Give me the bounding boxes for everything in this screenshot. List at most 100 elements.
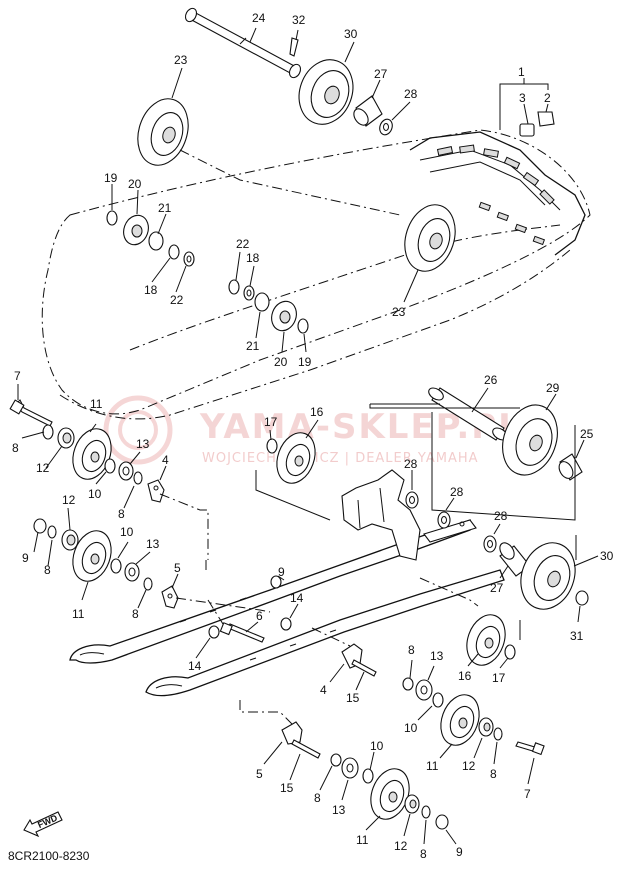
callout-label: 28 <box>450 485 464 499</box>
callout-label: 11 <box>426 759 439 773</box>
collar-25 <box>558 453 583 481</box>
callout-label: 8 <box>408 643 415 657</box>
callout-label: 28 <box>404 457 418 471</box>
nut-19-left <box>106 210 118 226</box>
collar-22-left <box>183 251 195 267</box>
collar-13-left-a <box>118 461 134 481</box>
callout-label: 28 <box>494 509 508 523</box>
wheel-11-bottom-b <box>370 768 410 820</box>
callout-label: 9 <box>456 845 463 859</box>
collar-14-frame-b <box>208 625 220 639</box>
callout-label: 8 <box>132 607 139 621</box>
callout-label: 20 <box>128 177 142 191</box>
watermark-logo <box>103 395 173 465</box>
washer-8-bottom-b <box>493 727 503 741</box>
washer-28-right-a <box>405 491 419 509</box>
bolt-15-frame-a <box>351 659 377 677</box>
callout-label: 8 <box>118 507 125 521</box>
washer-8-left-d <box>143 577 153 591</box>
front-arm-bracket <box>341 469 477 561</box>
wheel-30-top <box>298 59 354 125</box>
callout-label: 12 <box>62 493 76 507</box>
collar-10-left-a <box>104 458 116 474</box>
washer-28-right-b <box>437 511 451 529</box>
callout-label: 18 <box>144 283 158 297</box>
bolt-7-left <box>9 399 53 427</box>
collar-13-left-b <box>124 562 140 582</box>
callout-label: 23 <box>174 53 188 67</box>
callout-label: 22 <box>170 293 184 307</box>
collar-10-left-b <box>110 558 122 574</box>
nut-9-bottom <box>435 814 449 830</box>
callout-label: 12 <box>394 839 408 853</box>
callout-label: 7 <box>524 787 531 801</box>
callout-label: 10 <box>88 487 102 501</box>
callout-label: 27 <box>374 67 388 81</box>
collar-21-left <box>148 231 164 251</box>
plate-4-left <box>147 479 165 503</box>
callout-label: 6 <box>256 609 263 623</box>
callout-label: 29 <box>546 381 560 395</box>
callout-label: 27 <box>490 581 504 595</box>
wheel-29 <box>502 404 558 476</box>
clip-part-3 <box>519 123 535 137</box>
callout-label: 14 <box>290 591 304 605</box>
callout-label: 11 <box>90 397 103 411</box>
callout-label: 14 <box>188 659 202 673</box>
wheel-30-bottom <box>520 542 576 610</box>
clip-part-2 <box>537 111 555 127</box>
collar-10-bottom-b <box>362 768 374 784</box>
callout-label: 15 <box>346 691 360 705</box>
callout-label: 8 <box>490 767 497 781</box>
callout-label: 9 <box>22 551 29 565</box>
bolt-15-frame-b <box>291 739 321 759</box>
wheel-23-left <box>137 98 189 166</box>
callout-label: 19 <box>104 171 118 185</box>
collar-18-center <box>243 285 255 301</box>
callout-label: 10 <box>120 525 134 539</box>
callout-label: 25 <box>580 427 594 441</box>
callout-label: 13 <box>332 803 346 817</box>
callout-label: 31 <box>570 629 584 643</box>
callout-label: 8 <box>12 441 19 455</box>
washer-8-bottom-c <box>330 753 342 767</box>
watermark-subtitle: WOJCIECH ŻYWICZ | DEALER YAMAHA <box>202 450 479 466</box>
callout-label: 22 <box>236 237 250 251</box>
bearing-20-center <box>271 300 297 332</box>
shaft-24 <box>184 7 302 79</box>
callout-label: 10 <box>404 721 418 735</box>
callout-label: 4 <box>162 453 169 467</box>
callout-label: 5 <box>256 767 263 781</box>
callout-label: 13 <box>146 537 160 551</box>
watermark: YAMA-SKLEP.PL WOJCIECH ŻYWICZ | DEALER Y… <box>103 395 520 466</box>
callout-label: 23 <box>392 305 406 319</box>
callout-label: 4 <box>320 683 327 697</box>
callout-label: 17 <box>492 671 506 685</box>
callout-label: 15 <box>280 781 294 795</box>
washer-28-right-c <box>483 535 497 553</box>
callout-label: 8 <box>314 791 321 805</box>
washer-8-left-c <box>47 525 57 539</box>
callout-label: 10 <box>370 739 384 753</box>
callout-label: 12 <box>36 461 50 475</box>
washer-8-bottom-d <box>421 805 431 819</box>
callout-label: 32 <box>292 13 306 27</box>
callout-label: 20 <box>274 355 288 369</box>
nut-9-frame <box>270 575 282 589</box>
fwd-label: FWD <box>36 812 59 830</box>
callout-label: 21 <box>158 201 172 215</box>
bearing-20-left <box>123 214 149 246</box>
bracket-5-frame <box>281 721 303 745</box>
callout-label: 7 <box>14 369 21 383</box>
callout-label: 1 <box>518 65 525 79</box>
callout-label: 18 <box>246 251 260 265</box>
callout-label: 24 <box>252 11 266 25</box>
wheel-11-left-a <box>72 428 112 480</box>
collar-12-left-b <box>61 529 79 551</box>
callout-label: 30 <box>600 549 614 563</box>
callout-label: 26 <box>484 373 498 387</box>
pin-32 <box>289 37 299 57</box>
track-lugs <box>436 144 555 246</box>
collar-10-bottom-a <box>432 692 444 708</box>
callout-label: 11 <box>356 833 369 847</box>
